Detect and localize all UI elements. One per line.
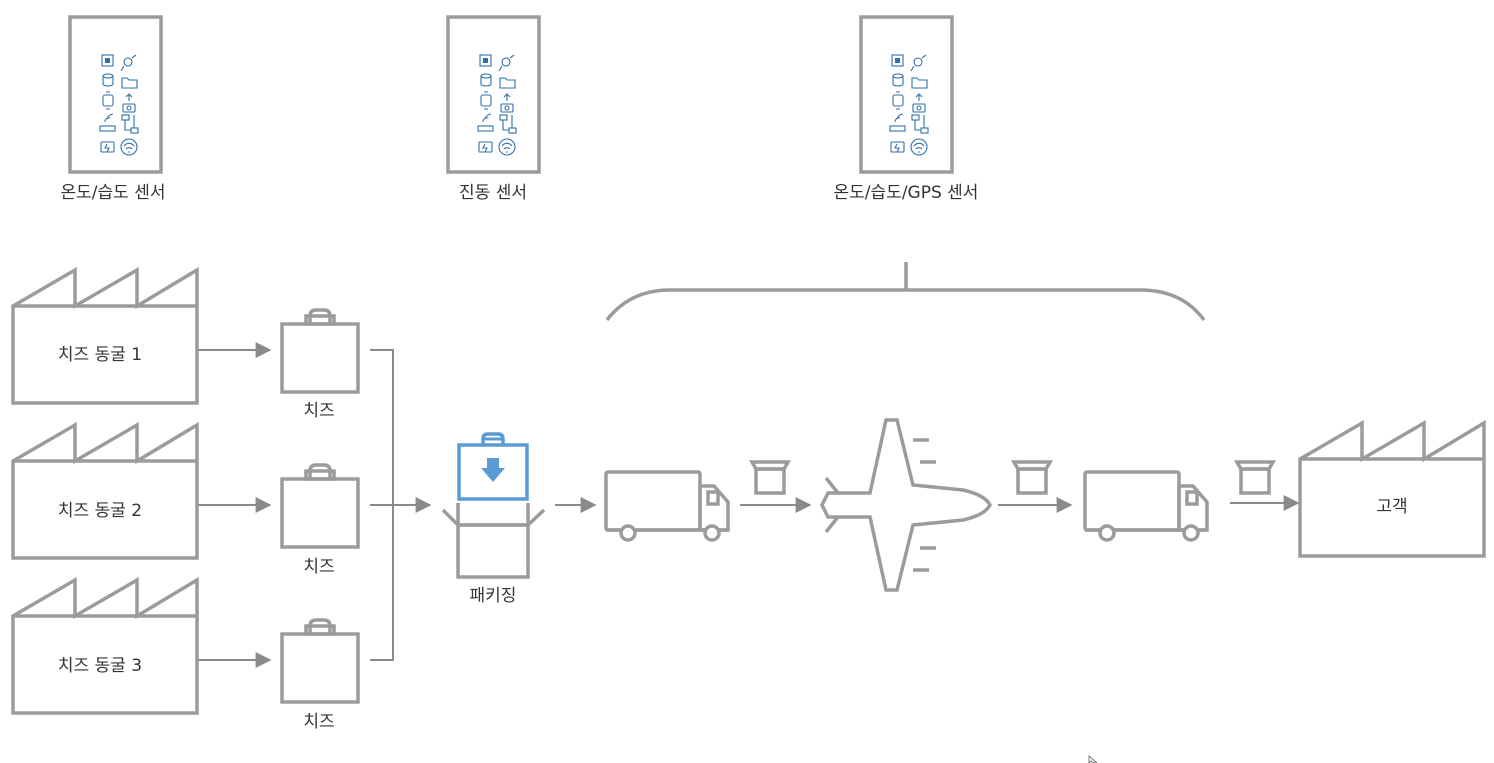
cursor-icon	[1088, 755, 1098, 763]
parcel-icon	[1235, 460, 1275, 495]
bag-icon	[280, 463, 360, 549]
cheese-bag-1: 치즈	[280, 308, 360, 421]
packaging: 패키징	[441, 432, 546, 606]
airplane-icon	[820, 418, 992, 592]
product-label: 치즈	[303, 557, 334, 577]
product-label: 치즈	[303, 401, 334, 421]
sensor-label: 온도/습도/GPS 센서	[834, 183, 979, 203]
sensor-label: 진동 센서	[459, 183, 527, 203]
truck-icon	[604, 470, 730, 542]
cheese-bag-3: 치즈	[280, 618, 360, 732]
transport-brace	[605, 288, 1206, 322]
sensor-device-frame	[68, 15, 163, 174]
packaging-label: 패키징	[470, 586, 517, 606]
bag-icon	[280, 308, 360, 394]
customer-label: 고객	[1376, 497, 1407, 517]
sensor-label: 온도/습도 센서	[61, 183, 166, 203]
sensor-temp-humidity: 온도/습도 센서	[61, 15, 166, 203]
factory-label: 치즈 동굴 1	[58, 345, 142, 365]
cheese-cave-2: 치즈 동굴 2	[11, 423, 199, 560]
truck-icon	[1083, 470, 1209, 542]
sensor-icons-icon	[477, 54, 517, 156]
cheese-bag-2: 치즈	[280, 463, 360, 577]
bag-icon	[280, 618, 360, 704]
sensor-vibration: 진동 센서	[446, 15, 541, 203]
customer: 고객	[1298, 421, 1486, 558]
sensor-icons-icon	[99, 54, 139, 156]
cheese-cave-3: 치즈 동굴 3	[11, 578, 199, 715]
sensor-temp-humidity-gps: 온도/습도/GPS 센서	[834, 15, 979, 203]
product-label: 치즈	[303, 712, 334, 732]
parcel-icon	[1012, 460, 1052, 495]
open-box-icon	[441, 503, 546, 579]
package-download-icon	[457, 432, 529, 501]
factory-label: 치즈 동굴 2	[58, 501, 142, 521]
sensor-device-frame	[446, 15, 541, 174]
parcel-icon	[750, 460, 790, 495]
sensor-device-frame	[859, 15, 954, 174]
sensor-icons-icon	[889, 54, 929, 156]
cheese-cave-1: 치즈 동굴 1	[11, 268, 199, 405]
factory-label: 치즈 동굴 3	[58, 656, 142, 676]
